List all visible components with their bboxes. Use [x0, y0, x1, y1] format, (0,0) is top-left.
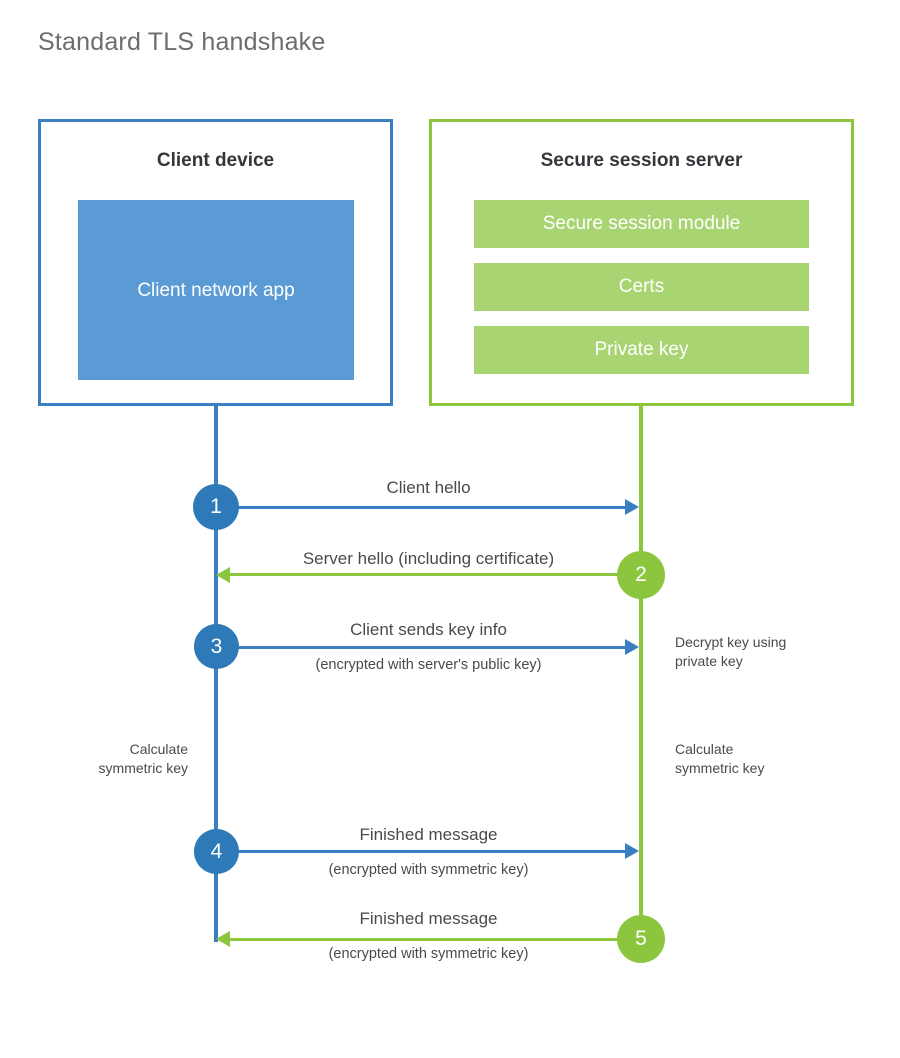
step-1-arrow-head-icon	[625, 499, 639, 515]
step-5-circle[interactable]: 5	[617, 915, 665, 963]
step-2-circle[interactable]: 2	[617, 551, 665, 599]
step-2-label: Server hello (including certificate)	[302, 549, 555, 568]
step-1-arrow-line	[216, 506, 626, 509]
client-network-app-block: Client network app	[78, 200, 354, 380]
server-component-certs: Certs	[474, 263, 809, 311]
step-4-label: Finished message	[359, 825, 498, 844]
client-calculate-symmetric-key-note: Calculate symmetric key	[98, 741, 188, 776]
step-2-arrow-line	[228, 573, 641, 576]
server-component-private-key: Private key	[474, 326, 809, 374]
step-4-arrow-line	[216, 850, 626, 853]
step-3-sublabel: (encrypted with server's public key)	[315, 657, 542, 673]
client-device-title: Client device	[156, 150, 275, 171]
step-5-arrow-line	[228, 938, 641, 941]
secure-session-server-box: Secure session server Secure session mod…	[429, 119, 854, 406]
server-component-secure-session-module: Secure session module	[474, 200, 809, 248]
client-device-box: Client device Client network app	[38, 119, 393, 406]
step-5-sublabel: (encrypted with symmetric key)	[328, 946, 529, 962]
server-lifeline	[639, 406, 643, 940]
step-4-arrow-head-icon	[625, 843, 639, 859]
page-title: Standard TLS handshake	[38, 28, 326, 56]
step-4-sublabel: (encrypted with symmetric key)	[328, 862, 529, 878]
step-3-arrow-line	[216, 646, 626, 649]
step-4-circle[interactable]: 4	[194, 829, 239, 874]
step-3-arrow-head-icon	[625, 639, 639, 655]
step-5-label: Finished message	[359, 909, 498, 928]
server-decrypt-note: Decrypt key using private key	[675, 634, 787, 669]
step-3-circle[interactable]: 3	[194, 624, 239, 669]
step-1-label: Client hello	[386, 478, 471, 497]
step-5-arrow-head-icon	[216, 931, 230, 947]
secure-session-server-title: Secure session server	[540, 150, 743, 171]
step-2-arrow-head-icon	[216, 567, 230, 583]
step-3-label: Client sends key info	[350, 620, 507, 639]
server-calculate-symmetric-key-note: Calculate symmetric key	[675, 741, 765, 776]
client-lifeline	[214, 406, 218, 942]
step-1-circle[interactable]: 1	[193, 484, 239, 530]
